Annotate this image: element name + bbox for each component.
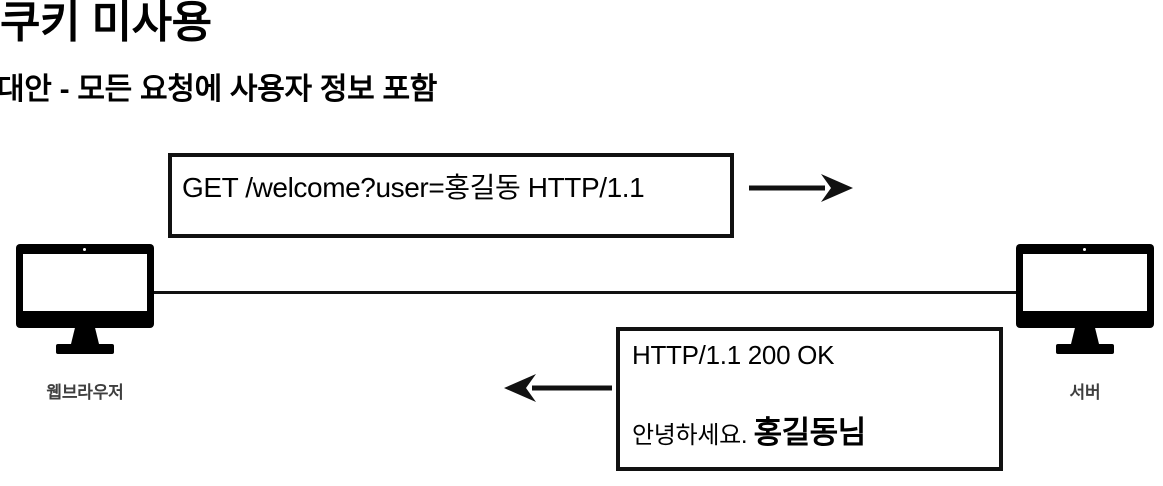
server-node-label: 서버 [1069, 383, 1101, 402]
monitor-camera-dot [83, 248, 86, 251]
http-request-box: GET /welcome?user=홍길동 HTTP/1.1 [168, 153, 734, 238]
desktop-monitor-icon-server [1016, 244, 1154, 354]
response-body-username: 홍길동님 [753, 415, 867, 450]
monitor-screen [23, 254, 147, 311]
monitor-screen [1023, 254, 1147, 311]
arrow-left-icon [492, 368, 614, 408]
network-connection-line [152, 291, 1018, 294]
page-title: 쿠키 미사용 [0, 0, 212, 47]
http-response-body: 안녕하세요. 홍길동님 [632, 407, 866, 452]
monitor-base [1056, 344, 1114, 354]
response-body-prefix: 안녕하세요. [632, 422, 754, 449]
http-response-box: HTTP/1.1 200 OK 안녕하세요. 홍길동님 [616, 327, 1003, 471]
http-response-status-line: HTTP/1.1 200 OK [632, 340, 835, 370]
monitor-neck [1071, 328, 1099, 344]
monitor-camera-dot [1083, 248, 1086, 251]
desktop-monitor-icon-browser [16, 244, 154, 354]
http-request-line: GET /welcome?user=홍길동 HTTP/1.1 [182, 172, 645, 203]
monitor-neck [71, 328, 99, 344]
page-subtitle: 대안 - 모든 요청에 사용자 정보 포함 [0, 73, 438, 106]
browser-node-label: 웹브라우저 [46, 383, 124, 402]
arrow-right-icon [747, 168, 855, 208]
monitor-base [56, 344, 114, 354]
